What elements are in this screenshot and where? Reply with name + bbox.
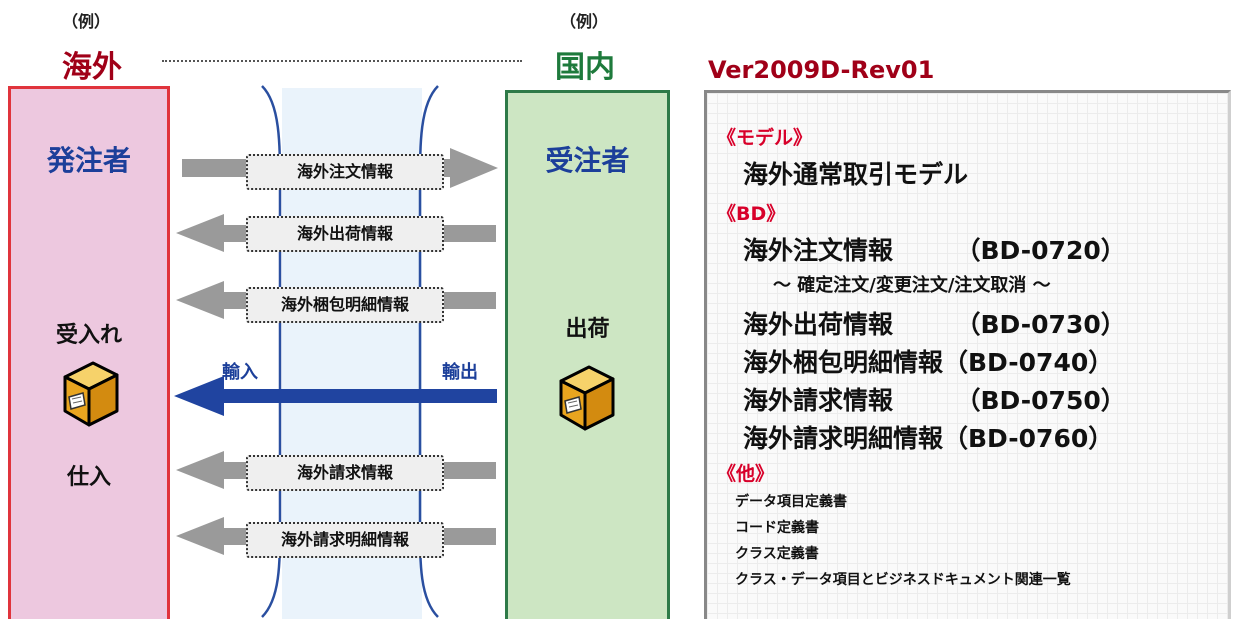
left-example-label: （例）: [62, 12, 111, 31]
bd-item-note: ～ 確定注文/変更注文/注文取消 ～: [773, 275, 1051, 296]
import-label: 輸入: [222, 362, 258, 383]
orderer-title: 発注者: [46, 144, 131, 177]
bd-item: 海外出荷情報 （BD-0730）: [743, 310, 1126, 339]
ship-label: 出荷: [565, 317, 610, 342]
bd-item: 海外注文情報 （BD-0720）: [743, 236, 1126, 265]
left-bracket: [261, 85, 282, 618]
other-heading: 《他》: [717, 463, 775, 485]
purchase-label: 仕入: [66, 465, 111, 490]
orderer-box: 発注者 受入れ 仕入: [8, 86, 170, 619]
model-heading: 《モデル》: [717, 127, 813, 149]
bd-item: 海外請求情報 （BD-0750）: [743, 386, 1126, 415]
message-packing: 海外梱包明細情報: [246, 287, 444, 323]
version-label: Ver2009D-Rev01: [708, 56, 935, 84]
channel-brackets: [261, 85, 439, 618]
bd-item: 海外梱包明細情報（BD-0740）: [743, 348, 1114, 377]
message-shipping: 海外出荷情報: [246, 216, 444, 252]
supplier-title: 受注者: [545, 144, 630, 177]
info-panel: 《モデル》 海外通常取引モデル 《BD》 海外注文情報 （BD-0720） ～ …: [704, 90, 1231, 619]
other-item: コード定義書: [735, 520, 819, 536]
export-label: 輸出: [442, 362, 478, 383]
receive-label: 受入れ: [55, 323, 122, 348]
other-item: データ項目定義書: [735, 494, 847, 510]
right-bracket: [418, 85, 439, 618]
other-item: クラス定義書: [735, 546, 819, 562]
model-name: 海外通常取引モデル: [743, 160, 969, 189]
package-icon: [553, 361, 617, 437]
right-region-label: 国内: [555, 50, 615, 85]
message-invoice: 海外請求情報: [246, 455, 444, 491]
message-invoice-detail: 海外請求明細情報: [246, 522, 444, 558]
right-example-label: （例）: [560, 12, 609, 31]
left-region-label: 海外: [62, 50, 122, 85]
arrow-goods-flow: [174, 376, 497, 416]
message-order: 海外注文情報: [246, 154, 444, 190]
supplier-box: 受注者 出荷: [505, 90, 670, 619]
other-item: クラス・データ項目とビジネスドキュメント関連一覧: [735, 572, 1071, 588]
package-icon: [57, 357, 121, 433]
bd-heading: 《BD》: [717, 203, 786, 225]
bd-item: 海外請求明細情報（BD-0760）: [743, 424, 1114, 453]
region-connector: [162, 60, 522, 62]
